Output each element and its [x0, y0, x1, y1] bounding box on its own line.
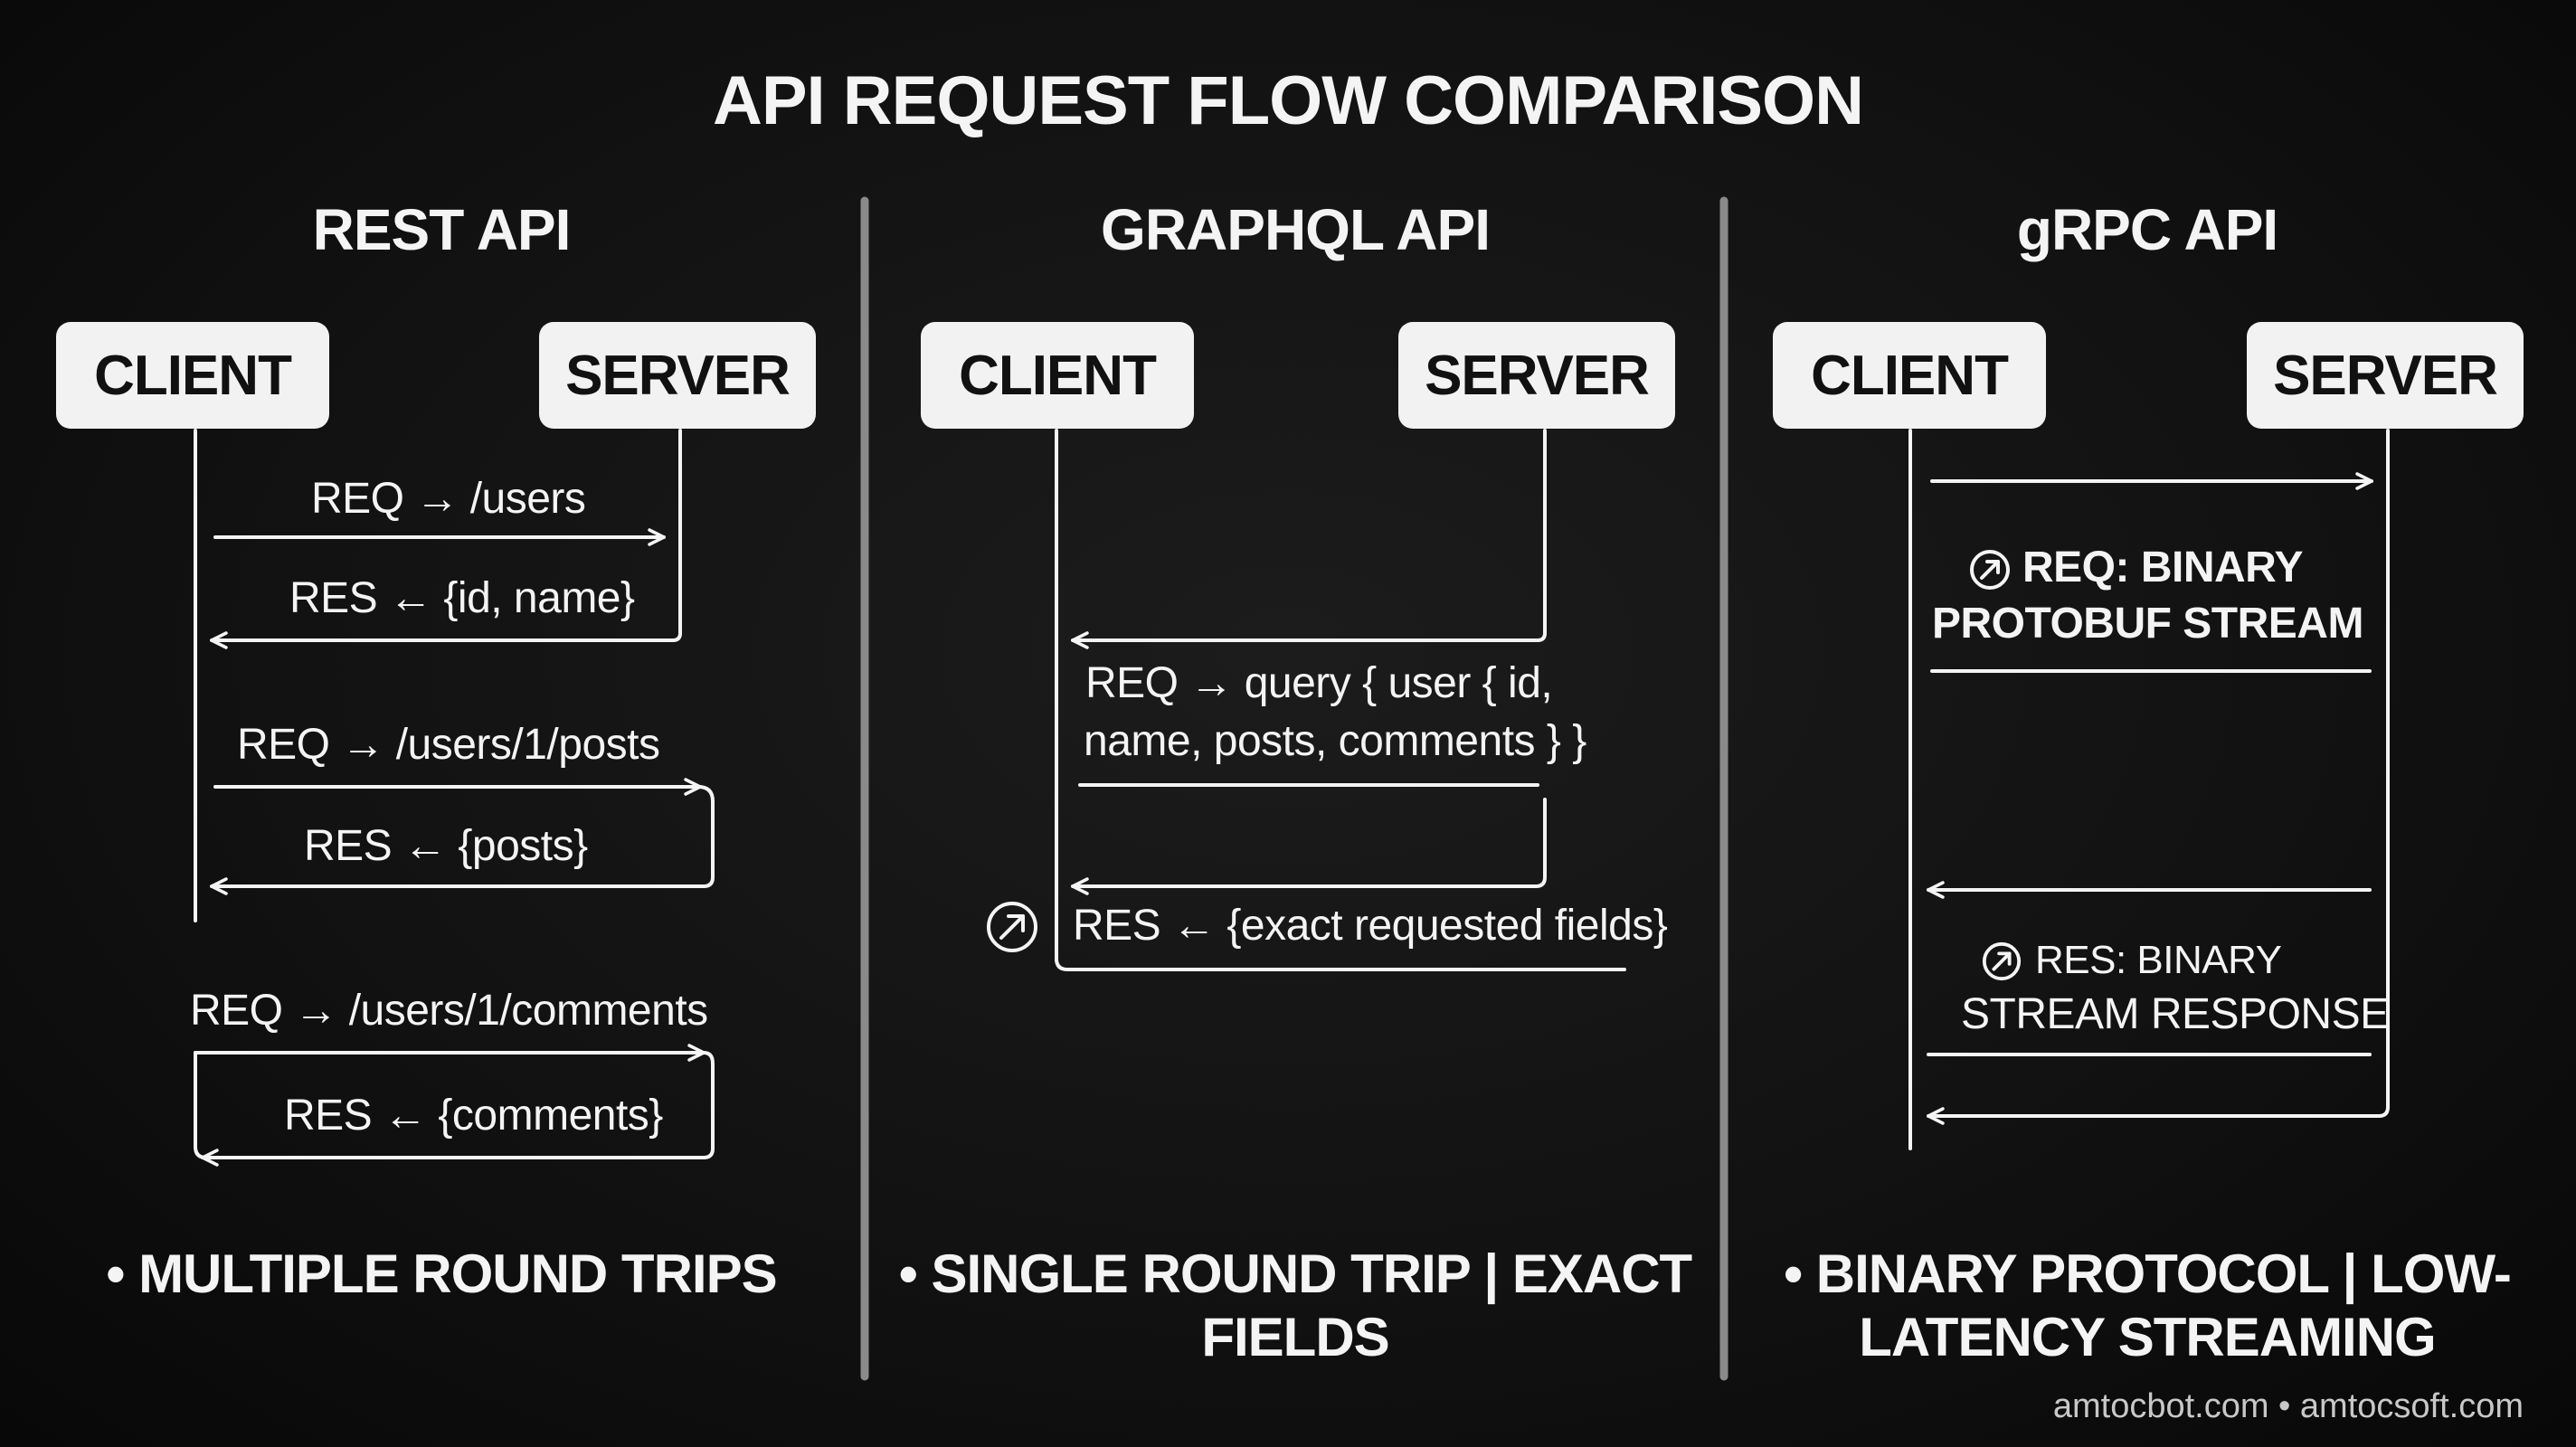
grpc-res-label-line-2: STREAM RESPONSE [1961, 990, 2389, 1038]
grpc-column-title: gRPC API [2016, 197, 2278, 262]
graphql-res-arrow [1071, 798, 1547, 895]
grpc-req-label-line-2: PROTOBUF STREAM [1932, 600, 2363, 648]
graphql-column-title: GRAPHQL API [1101, 197, 1491, 262]
rest-server-box: SERVER [539, 322, 816, 429]
diagonal-arrow-circle-icon [1982, 941, 2022, 981]
graphql-server-box: SERVER [1398, 322, 1675, 429]
grpc-server-box: SERVER [2247, 322, 2524, 429]
graphql-client-bottom [1055, 957, 1626, 971]
diagonal-arrow-circle-icon [1970, 550, 2010, 590]
graphql-query-line-2: name, posts, comments } } [1084, 717, 1586, 765]
graphql-res-label: RES ← {exact requested fields} [1073, 902, 1668, 950]
rest-res-2-label: RES ← {posts} [304, 822, 588, 870]
rest-req-1-label: REQ → /users [311, 475, 586, 523]
graphql-server-to-client-arrow [1071, 631, 1547, 649]
grpc-res-label-line-1: RES: BINARY [2035, 938, 2282, 982]
footer-credits: amtocbot.com • amtocsoft.com [2052, 1387, 2524, 1425]
graphql-client-box: CLIENT [921, 322, 1194, 429]
graphql-query-line-1: REQ → query { user { id, [1085, 659, 1553, 707]
rest-res-2-arrow [210, 785, 715, 895]
grpc-summary: • BINARY PROTOCOL | LOW-LATENCY STREAMIN… [1784, 1244, 2512, 1367]
graphql-summary: • SINGLE ROUND TRIP | EXACT FIELDS [898, 1244, 1692, 1367]
rest-column-title: REST API [312, 197, 572, 262]
rest-res-1-label: RES ← {id, name} [289, 574, 635, 622]
rest-client-box: CLIENT [56, 322, 329, 429]
rest-req-3-bracket [194, 1051, 208, 1159]
rest-req-3-label: REQ → /users/1/comments [190, 987, 708, 1035]
grpc-server-return-arrow [1927, 1105, 2390, 1125]
grpc-client-box: CLIENT [1773, 322, 2046, 429]
grpc-req-label-line-1: REQ: BINARY [2022, 544, 2304, 591]
rest-res-3-arrow [201, 1051, 715, 1167]
rest-req-2-label: REQ → /users/1/posts [237, 721, 660, 769]
rest-res-3-label: RES ← {comments} [284, 1092, 663, 1140]
page-title: API REQUEST FLOW COMPARISON [712, 62, 1864, 139]
rest-summary: • MULTIPLE ROUND TRIPS [106, 1244, 777, 1304]
diagonal-arrow-circle-icon [987, 902, 1037, 952]
rest-res-1-arrow [210, 631, 682, 649]
